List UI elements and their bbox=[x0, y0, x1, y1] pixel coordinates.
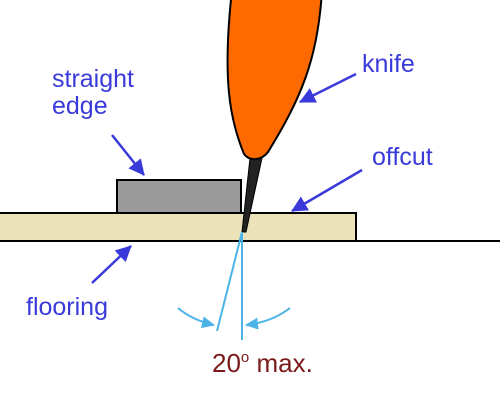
arrow-knife bbox=[299, 72, 357, 104]
angle-label: 20o max. bbox=[212, 348, 313, 378]
angle-line-left bbox=[216, 231, 243, 332]
knife-label: knife bbox=[362, 50, 415, 78]
flooring-label: flooring bbox=[26, 293, 108, 321]
offcut-label: offcut bbox=[372, 143, 433, 171]
angle-arc-left bbox=[177, 307, 215, 329]
arrow-flooring bbox=[91, 245, 132, 284]
knife-icon bbox=[226, 0, 323, 160]
arrow-offcut bbox=[291, 168, 363, 213]
straight-edge-block bbox=[116, 179, 242, 214]
arrow-straight-edge bbox=[111, 134, 145, 176]
flooring-strip bbox=[0, 212, 357, 242]
angle-arc-right bbox=[245, 307, 291, 330]
straight-edge-label: straight edge bbox=[52, 65, 141, 120]
